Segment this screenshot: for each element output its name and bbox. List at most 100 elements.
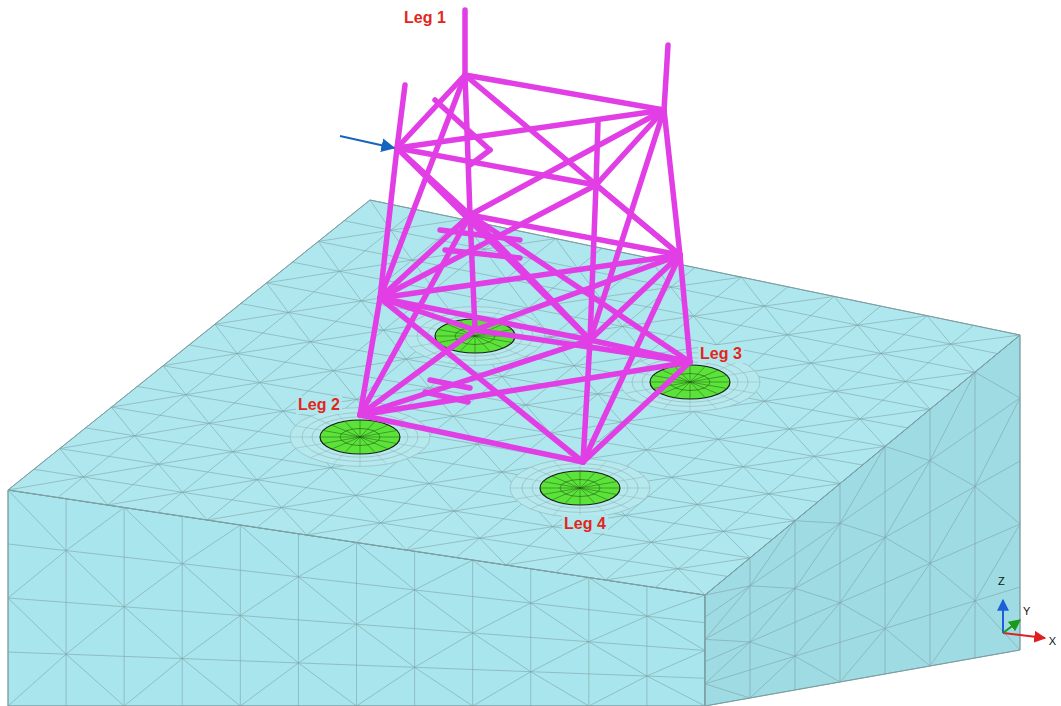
mesh-line (298, 543, 356, 577)
mesh-line (743, 456, 814, 466)
jacket-member (360, 362, 690, 415)
jacket-member (462, 10, 468, 75)
mesh-line (267, 271, 340, 283)
mesh-line (311, 342, 334, 371)
mesh-line (975, 372, 1020, 398)
mesh-line (477, 444, 502, 472)
mesh-line (556, 306, 881, 572)
mesh-line (975, 601, 1020, 650)
mesh-line (402, 437, 430, 438)
footing-plate (650, 365, 730, 399)
mesh-line (840, 628, 885, 682)
mesh-line (182, 480, 256, 492)
jacket-member (380, 298, 475, 330)
mesh-line (651, 542, 678, 569)
mesh-line (705, 684, 750, 698)
mesh-line (240, 577, 298, 616)
mesh-line (705, 398, 1020, 617)
axis-triad (1003, 600, 1045, 638)
mesh-line (381, 511, 454, 523)
jacket-member (470, 150, 490, 165)
mesh (8, 200, 1020, 706)
jacket-structure (360, 10, 690, 462)
mesh-line (473, 672, 531, 706)
axis-arrow (1003, 633, 1045, 638)
mesh-line (930, 372, 975, 460)
mesh-line (237, 342, 310, 354)
mesh-line (596, 504, 607, 515)
mesh-line (705, 461, 1020, 639)
mesh-line (605, 569, 678, 580)
mesh-line (834, 296, 857, 325)
mesh-ring (522, 464, 638, 513)
axis-arrow (1002, 600, 1004, 633)
mesh-line (290, 437, 318, 438)
mesh-line (257, 468, 331, 480)
mesh-line (789, 419, 860, 429)
mesh-line (694, 316, 717, 345)
mesh-line (705, 639, 750, 642)
axis-arrow (1003, 620, 1020, 633)
mesh-line (975, 524, 1020, 601)
jacket-member (430, 380, 470, 388)
axis-label: X (1047, 635, 1058, 647)
mesh-line (647, 676, 705, 706)
mesh-line (840, 523, 885, 537)
mesh-line (531, 500, 551, 508)
mesh-line (553, 504, 564, 515)
mesh-line (58, 210, 417, 498)
mesh-line (951, 344, 975, 372)
mesh-line (515, 477, 541, 482)
mesh-line (589, 578, 647, 617)
mesh-line (288, 301, 361, 313)
mesh-line (729, 371, 755, 376)
mesh-line (311, 449, 331, 457)
mesh-line (764, 306, 787, 335)
mesh-line (298, 577, 356, 624)
jacket-member (435, 100, 490, 150)
mesh-line (124, 659, 182, 706)
mesh-line (186, 383, 260, 395)
mesh-line (647, 439, 719, 450)
mesh-line (66, 654, 124, 706)
jacket-member (475, 255, 680, 330)
mesh-line (1020, 335, 1021, 650)
mesh-line (182, 616, 240, 659)
mesh-line (158, 464, 182, 492)
mesh-line (750, 586, 795, 589)
mesh-line (318, 230, 391, 241)
mesh-line (811, 363, 835, 391)
mesh-line (357, 667, 415, 706)
mesh-line (381, 523, 407, 550)
mesh-line (705, 595, 706, 706)
mesh-line (124, 564, 182, 607)
mesh-line (491, 352, 502, 363)
mesh-line (787, 335, 811, 363)
mesh-line (930, 563, 975, 601)
top-face (8, 200, 1020, 595)
mesh-line (718, 439, 743, 466)
mesh-line (288, 312, 310, 341)
mesh-line (506, 296, 834, 565)
mesh-line (811, 353, 881, 363)
mesh-line (589, 642, 647, 676)
load-arrow (340, 136, 394, 148)
leg-label: Leg 2 (296, 396, 342, 414)
soil-block (8, 200, 1020, 706)
plate-mesh (560, 480, 600, 497)
mesh-line (215, 312, 288, 324)
mesh-line (905, 372, 975, 381)
plate-mesh (323, 430, 397, 443)
mesh-line (690, 400, 691, 412)
mesh-line (233, 452, 257, 480)
mesh-line (857, 325, 881, 353)
mesh-line (905, 382, 930, 410)
mesh-line (840, 603, 885, 629)
mesh-line (625, 389, 651, 394)
mesh-line (795, 656, 840, 682)
mesh-line (83, 464, 158, 477)
mesh-line (475, 354, 476, 366)
mesh-line (240, 616, 298, 663)
mesh-line (589, 676, 647, 706)
mesh-line (930, 601, 975, 666)
